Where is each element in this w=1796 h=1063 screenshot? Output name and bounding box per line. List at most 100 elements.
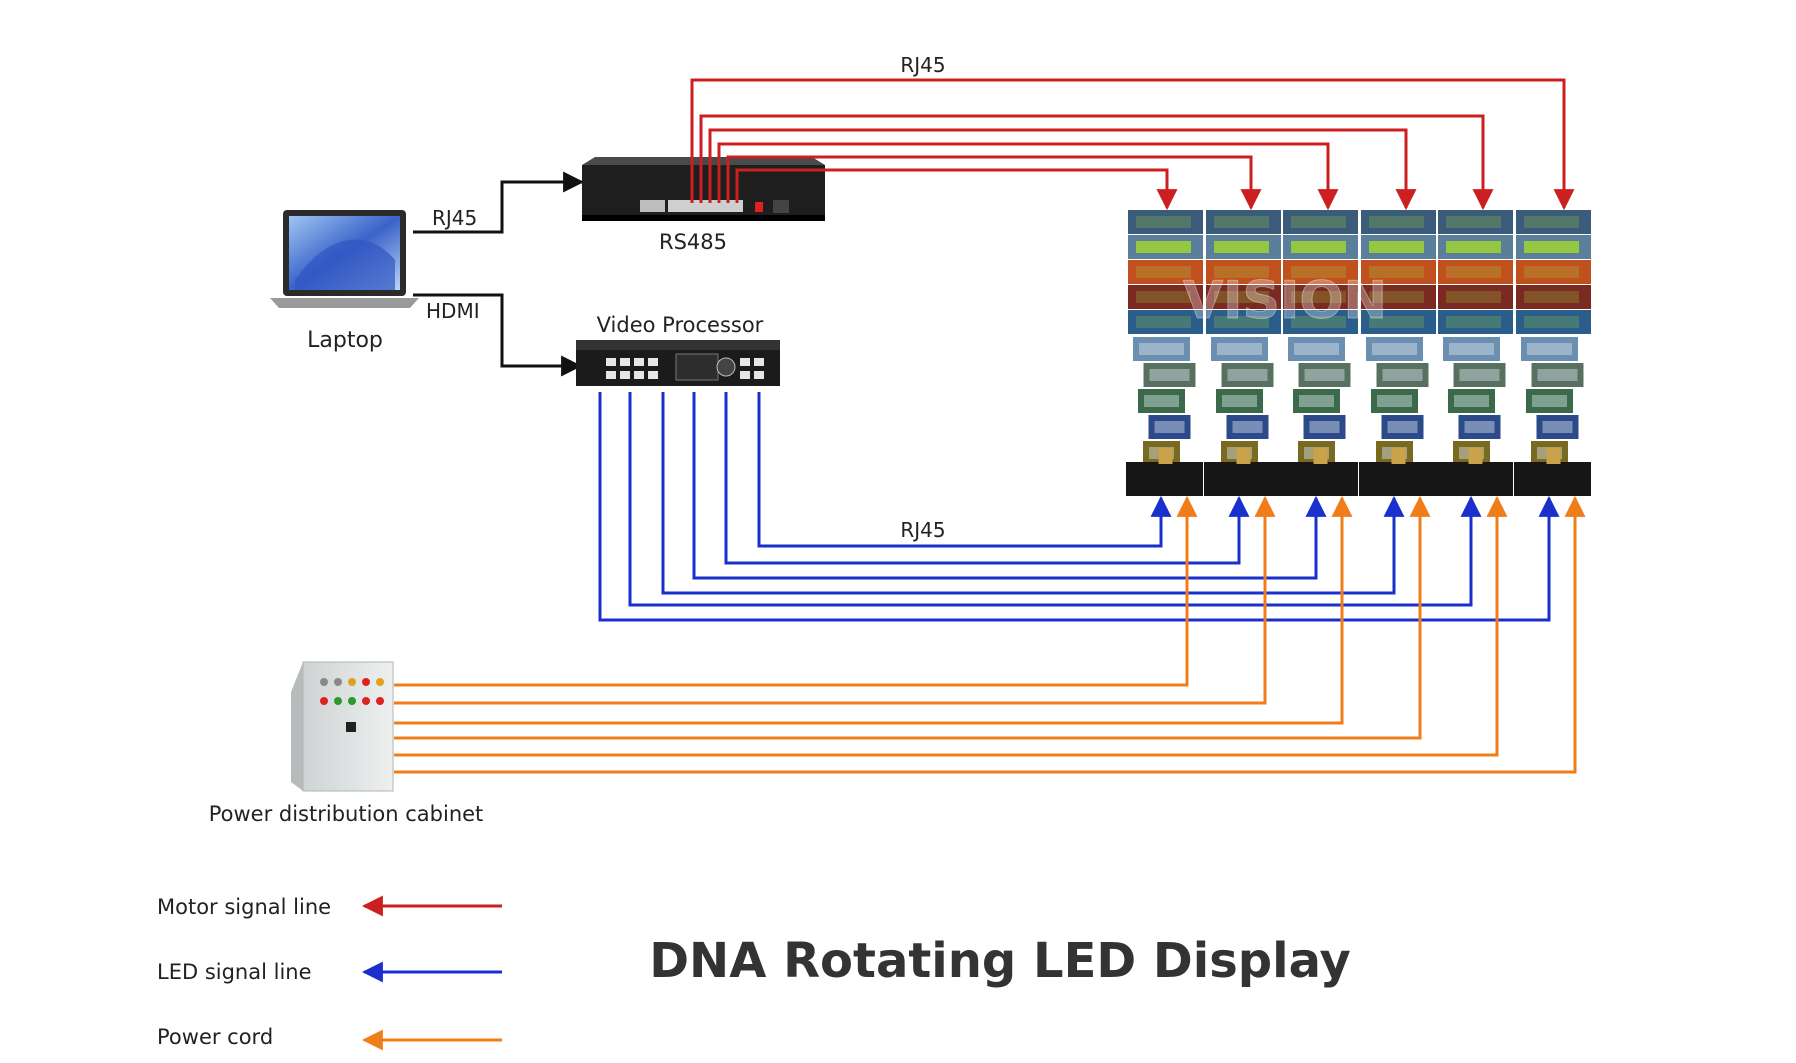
led-panel [1133,337,1190,361]
panel-image [1291,266,1346,278]
led-panel [1216,389,1263,413]
led-panel [1283,260,1358,284]
base-pillar [1158,448,1173,464]
panel-image [1227,369,1268,381]
panel-image [1136,266,1191,278]
power-cord-line [394,495,1353,725]
led-panel [1381,415,1424,439]
led-panel [1371,389,1418,413]
display-base [1126,462,1203,496]
led-panel [1438,310,1513,334]
led-panel [1206,210,1281,234]
led-panel [1298,363,1351,387]
panel-image [1542,421,1573,433]
led-panel [1303,415,1346,439]
led-panel [1206,310,1281,334]
display-column [1281,210,1358,496]
vision-watermark: VISION [1183,271,1387,331]
led-panel [1361,285,1436,309]
panel-image [1524,266,1579,278]
led-panel [1206,260,1281,284]
legend: Motor signal line LED signal line Power … [157,895,502,1051]
panel-image [1524,316,1579,328]
led-panel [1361,310,1436,334]
panel-image [1136,241,1191,253]
led-panel [1438,260,1513,284]
display-base [1281,462,1358,496]
panel-image [1369,291,1424,303]
led-panel [1128,310,1203,334]
led-panel [1438,210,1513,234]
panel-image [1291,291,1346,303]
display-base [1204,462,1281,496]
led-panel [1521,337,1578,361]
legend-label: Motor signal line [157,895,331,919]
panel-image [1214,266,1269,278]
power-cord-line [394,495,1431,740]
power-cord-lines [394,495,1586,774]
led-signal-line [724,392,1250,565]
laptop-processor-line [413,293,583,377]
led-signal-line [661,392,1405,595]
led-panel [1448,389,1495,413]
led-signal-line [757,392,1172,548]
power-cord-line [394,495,1276,705]
panel-image [1524,216,1579,228]
panel-image [1454,395,1489,407]
led-signal-line [692,392,1327,580]
led-panel [1366,337,1423,361]
video-processor-label: Video Processor [597,313,764,337]
led-panel [1148,415,1191,439]
panel-image [1446,241,1501,253]
panel-image [1139,343,1184,355]
panel-image [1537,369,1578,381]
display-base [1514,462,1591,496]
motor-bus-label: RJ45 [900,53,945,77]
display-base [1436,462,1513,496]
led-panel [1453,363,1506,387]
panel-image [1214,241,1269,253]
motor-signal-line [735,168,1178,211]
panel-image [1446,316,1501,328]
panel-image [1214,216,1269,228]
panel-image [1459,369,1500,381]
led-bus-label: RJ45 [900,518,945,542]
panel-image [1136,316,1191,328]
led-signal-lines [598,392,1560,622]
motor-signal-line [699,114,1494,211]
led-panel [1211,337,1268,361]
motor-signal-lines [690,78,1575,211]
cabinet-label: Power distribution cabinet [209,802,484,826]
panel-image [1527,343,1572,355]
panel-image [1377,395,1412,407]
led-panel [1438,285,1513,309]
led-signal-line [628,392,1482,607]
led-panel [1526,389,1573,413]
display-base [1359,462,1436,496]
led-panel [1458,415,1501,439]
panel-image [1232,421,1263,433]
dna-rotating-display [1126,210,1591,496]
panel-image [1222,395,1257,407]
panel-image [1294,343,1339,355]
panel-image [1446,266,1501,278]
base-pillar [1391,448,1406,464]
led-panel [1128,285,1203,309]
laptop-label: Laptop [307,328,383,353]
panel-image [1149,369,1190,381]
led-panel [1221,363,1274,387]
panel-image [1291,216,1346,228]
panel-image [1382,369,1423,381]
led-panel [1288,337,1345,361]
power-cord-line [394,495,1586,774]
panel-image [1446,291,1501,303]
panel-image [1532,395,1567,407]
led-panel [1143,363,1196,387]
rs485-controller [582,157,825,221]
panel-image [1214,316,1269,328]
panel-image [1369,316,1424,328]
led-panel [1283,310,1358,334]
panel-image [1387,421,1418,433]
panel-image [1291,316,1346,328]
